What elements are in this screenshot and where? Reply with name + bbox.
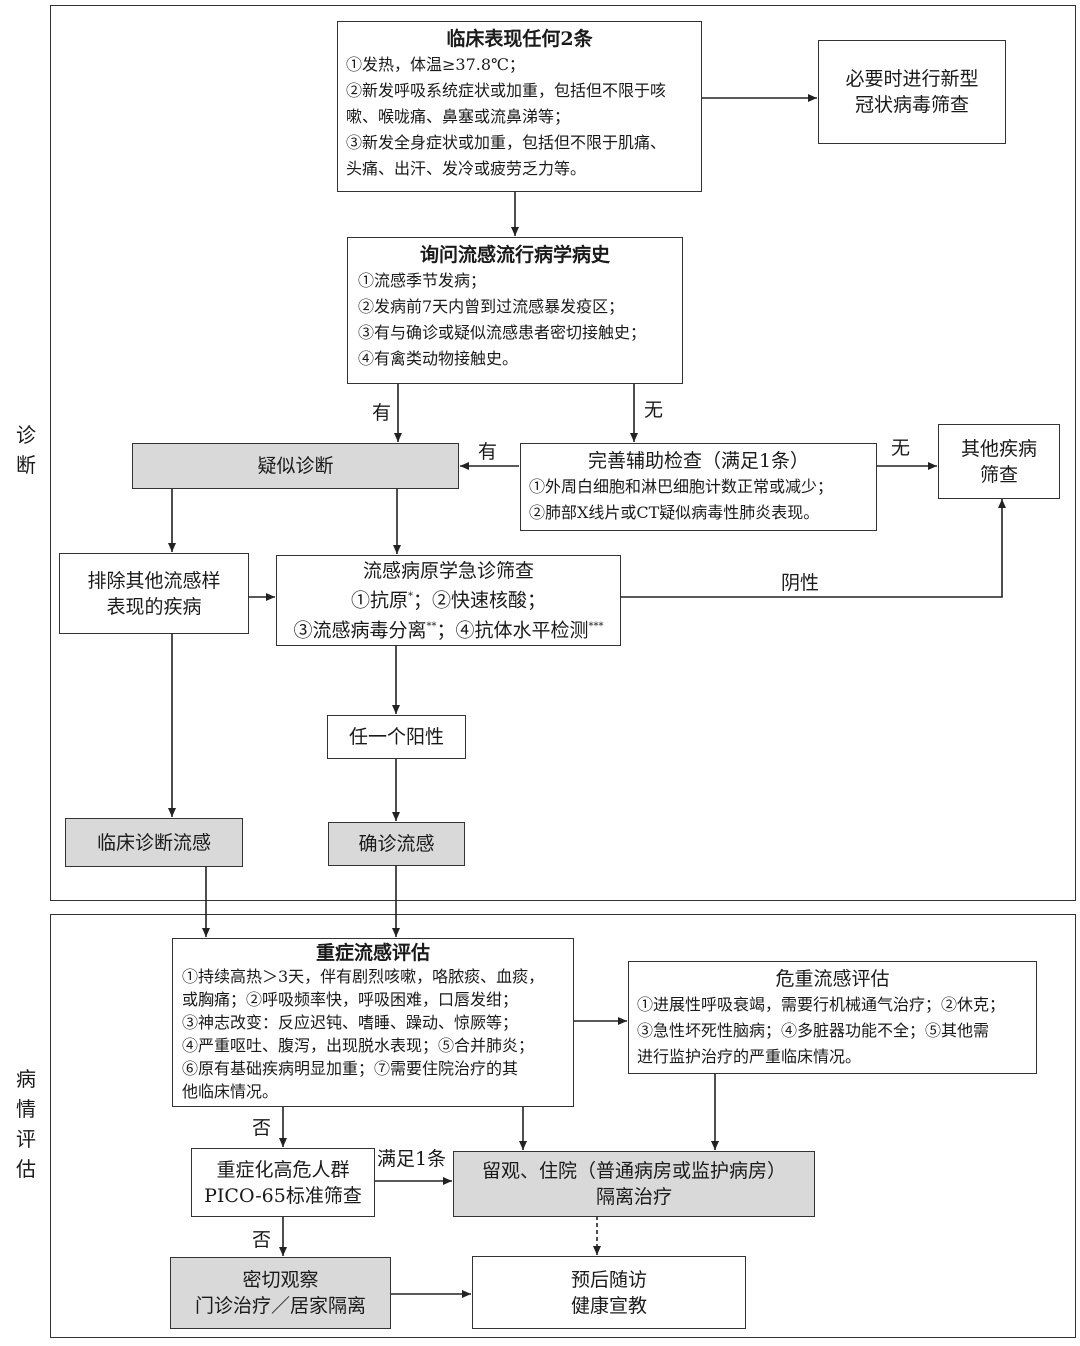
critical-flu-line: 进行监护治疗的严重临床情况。 bbox=[637, 1047, 862, 1066]
followup-line: 健康宣教 bbox=[570, 1294, 647, 1317]
footnote-mark: * bbox=[408, 591, 413, 603]
suspected-diagnosis-box: 疑似诊断 bbox=[132, 443, 459, 489]
footnote-mark: ** bbox=[426, 620, 437, 632]
pathogen-screening-line1: ①抗原*；②快速核酸； bbox=[351, 584, 546, 613]
pathogen-screening-title: 流感病原学急诊筛查 bbox=[362, 560, 534, 583]
edge-label-no: 否 bbox=[252, 1117, 272, 1139]
epidemiology-line: ①流感季节发病； bbox=[358, 271, 487, 290]
auxiliary-exam-title: 完善辅助检查（满足1条） bbox=[587, 450, 810, 472]
clinical-criteria-line: ③新发全身症状或加重，包括但不限于肌痛、 bbox=[346, 133, 667, 152]
suspected-diagnosis-label: 疑似诊断 bbox=[257, 455, 334, 477]
confirmed-flu-box: 确诊流感 bbox=[328, 822, 465, 866]
observation-box: 密切观察 门诊治疗／居家隔离 bbox=[170, 1257, 391, 1329]
edge-label-no: 无 bbox=[644, 399, 664, 421]
other-disease-line: 其他疾病 bbox=[960, 437, 1037, 460]
critical-flu-line: ①进展性呼吸衰竭，需要行机械通气治疗；②休克； bbox=[637, 995, 1006, 1014]
assessment-section-label: 病情评估 bbox=[16, 1067, 36, 1181]
hospitalization-line: 隔离治疗 bbox=[595, 1186, 672, 1208]
covid-screening-box: 必要时进行新型 冠状病毒筛查 bbox=[818, 40, 1006, 144]
epidemiology-title: 询问流感流行病学病史 bbox=[419, 244, 610, 266]
epidemiology-box: 询问流感流行病学病史 ①流感季节发病； ②发病前7天内曾到过流感暴发疫区； ③有… bbox=[347, 237, 683, 384]
critical-flu-title: 危重流感评估 bbox=[775, 968, 890, 990]
exclude-other-line: 排除其他流感样 bbox=[87, 569, 221, 592]
severe-flu-line: 他临床情况。 bbox=[182, 1082, 279, 1101]
observation-line: 门诊治疗／居家隔离 bbox=[194, 1295, 366, 1317]
severe-flu-box: 重症流感评估 ①持续高热＞3天，伴有剧烈咳嗽，咯脓痰、血痰， 或胸痛；②呼吸频率… bbox=[172, 938, 574, 1107]
high-risk-line: 重症化高危人群 bbox=[216, 1158, 350, 1181]
auxiliary-exam-line: ①外周白细胞和淋巴细胞计数正常或减少； bbox=[529, 477, 834, 496]
critical-flu-box: 危重流感评估 ①进展性呼吸衰竭，需要行机械通气治疗；②休克； ③急性坏死性脑病；… bbox=[628, 961, 1037, 1074]
severe-flu-line: ①持续高热＞3天，伴有剧烈咳嗽，咯脓痰、血痰， bbox=[182, 967, 545, 986]
severe-flu-title: 重症流感评估 bbox=[315, 942, 430, 964]
auxiliary-exam-line: ②肺部X线片或CT疑似病毒性肺炎表现。 bbox=[529, 503, 820, 522]
exclude-other-box: 排除其他流感样 表现的疾病 bbox=[59, 553, 249, 634]
any-positive-box: 任一个阳性 bbox=[327, 715, 466, 759]
epidemiology-line: ④有禽类动物接触史。 bbox=[358, 349, 519, 368]
epidemiology-line: ③有与确诊或疑似流感患者密切接触史； bbox=[358, 323, 647, 342]
nucleic-acid-item: ；②快速核酸； bbox=[413, 589, 547, 612]
pathogen-screening-line2: ③流感病毒分离**；④抗体水平检测*** bbox=[293, 614, 603, 643]
antibody-item: ；④抗体水平检测 bbox=[436, 618, 589, 641]
followup-box: 预后随访 健康宣教 bbox=[472, 1256, 746, 1329]
clinical-criteria-line: 嗽、喉咙痛、鼻塞或流鼻涕等； bbox=[346, 107, 571, 126]
edge-label-no: 无 bbox=[891, 437, 911, 459]
clinical-criteria-line: ①发热，体温≥37.8℃； bbox=[346, 55, 525, 74]
covid-screening-line: 必要时进行新型 bbox=[845, 68, 979, 90]
clinical-flu-box: 临床诊断流感 bbox=[65, 818, 243, 867]
high-risk-box: 重症化高危人群 PICO-65标准筛查 bbox=[191, 1148, 375, 1217]
pathogen-screening-box: 流感病原学急诊筛查 ①抗原*；②快速核酸； ③流感病毒分离**；④抗体水平检测*… bbox=[276, 555, 621, 646]
arrow-pathogen-to-other bbox=[620, 499, 1006, 598]
severe-flu-line: ⑥原有基础疾病明显加重；⑦需要住院治疗的其 bbox=[182, 1059, 519, 1078]
other-disease-box: 其他疾病 筛查 bbox=[938, 424, 1060, 499]
any-positive-label: 任一个阳性 bbox=[348, 726, 444, 748]
confirmed-flu-label: 确诊流感 bbox=[358, 833, 435, 855]
hospitalization-line: 留观、住院（普通病房或监护病房） bbox=[481, 1160, 786, 1182]
edge-label-yes: 有 bbox=[478, 441, 498, 463]
clinical-flu-label: 临床诊断流感 bbox=[96, 831, 211, 854]
clinical-criteria-line: 头痛、出汗、发冷或疲劳乏力等。 bbox=[346, 159, 587, 178]
edge-label-meets-one: 满足1条 bbox=[377, 1148, 447, 1170]
diagnosis-section-label: 诊断 bbox=[16, 423, 36, 477]
observation-line: 密切观察 bbox=[242, 1269, 319, 1291]
edge-label-yes: 有 bbox=[372, 402, 392, 424]
hospitalization-box: 留观、住院（普通病房或监护病房） 隔离治疗 bbox=[453, 1151, 815, 1217]
followup-line: 预后随访 bbox=[570, 1268, 647, 1291]
edge-label-negative: 阴性 bbox=[781, 572, 820, 594]
severe-flu-line: 或胸痛；②呼吸频率快，呼吸困难，口唇发绀； bbox=[182, 990, 519, 1009]
auxiliary-exam-box: 完善辅助检查（满足1条） ①外周白细胞和淋巴细胞计数正常或减少； ②肺部X线片或… bbox=[520, 443, 877, 531]
assessment-section bbox=[50, 914, 1076, 1338]
other-disease-line: 筛查 bbox=[979, 463, 1018, 486]
epidemiology-line: ②发病前7天内曾到过流感暴发疫区； bbox=[358, 297, 625, 316]
covid-screening-line: 冠状病毒筛查 bbox=[854, 94, 969, 116]
severe-flu-line: ③神志改变：反应迟钝、嗜睡、躁动、惊厥等； bbox=[182, 1013, 519, 1032]
edge-label-no: 否 bbox=[252, 1229, 272, 1251]
exclude-other-line: 表现的疾病 bbox=[106, 595, 202, 618]
clinical-criteria-line: ②新发呼吸系统症状或加重，包括但不限于咳 bbox=[346, 81, 667, 100]
severe-flu-line: ④严重呕吐、腹泻，出现脱水表现；⑤合并肺炎； bbox=[182, 1036, 535, 1055]
critical-flu-line: ③急性坏死性脑病；④多脏器功能不全；⑤其他需 bbox=[637, 1021, 990, 1040]
footnote-mark: *** bbox=[588, 620, 604, 632]
antigen-item: ①抗原 bbox=[350, 589, 408, 612]
clinical-criteria-title: 临床表现任何2条 bbox=[446, 28, 593, 50]
high-risk-line: PICO-65标准筛查 bbox=[204, 1184, 362, 1207]
virus-isolation-item: ③流感病毒分离 bbox=[293, 618, 427, 641]
clinical-criteria-box: 临床表现任何2条 ①发热，体温≥37.8℃； ②新发呼吸系统症状或加重，包括但不… bbox=[337, 21, 702, 192]
diagnosis-section bbox=[50, 5, 1076, 901]
